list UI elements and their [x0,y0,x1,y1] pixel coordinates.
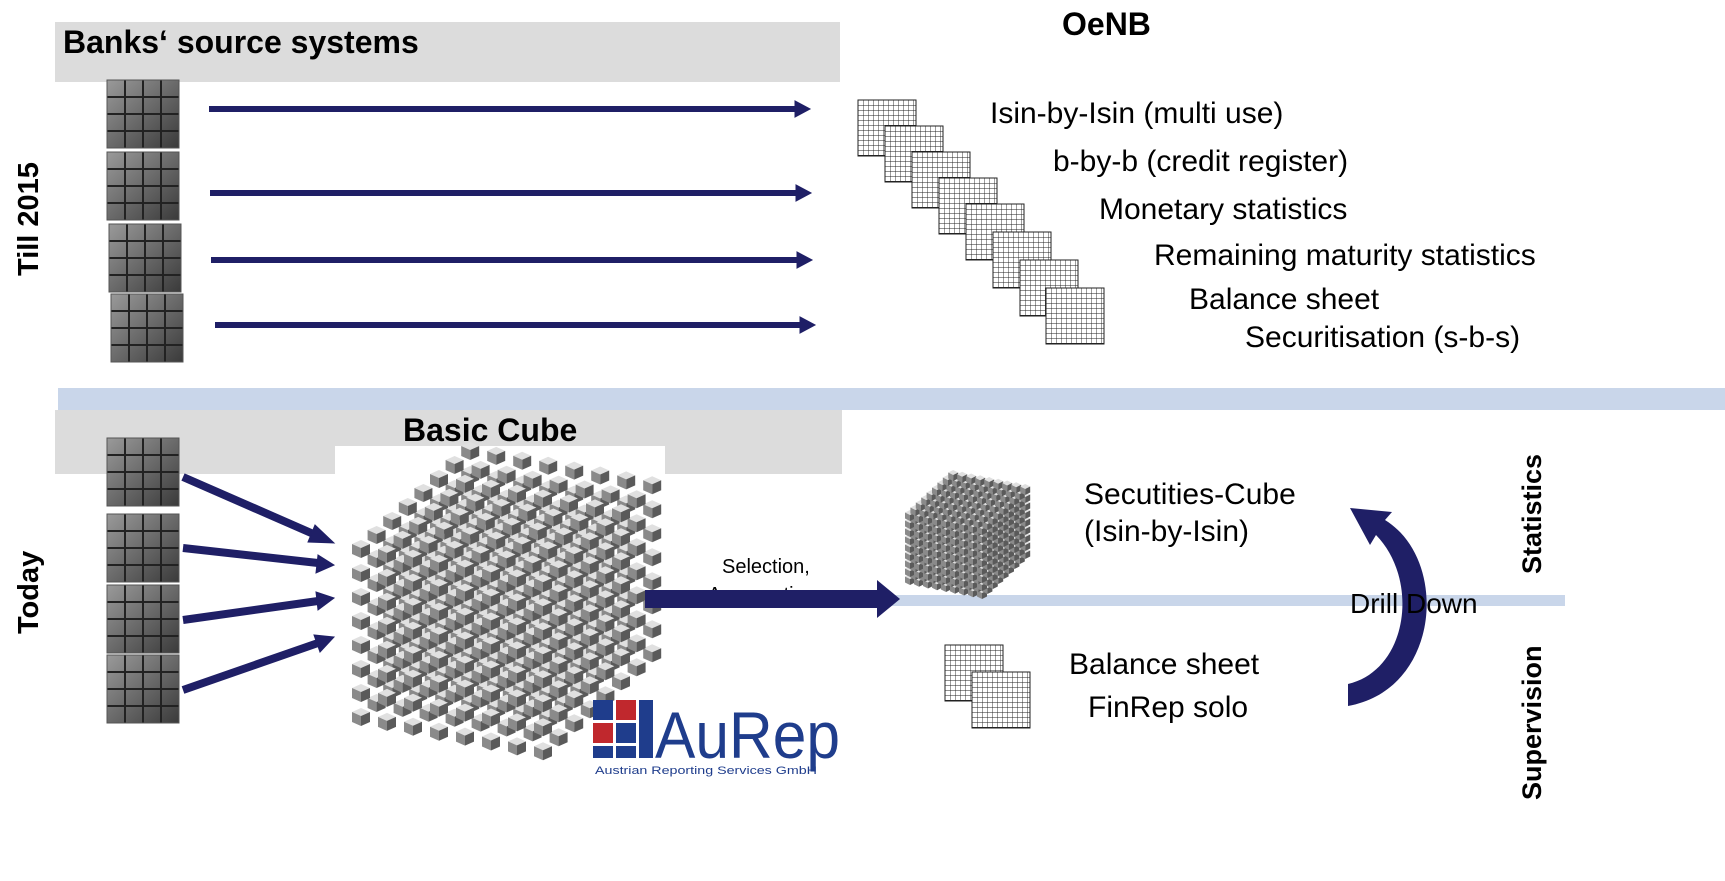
supervision-sheets-icon [944,644,1031,729]
cube-block [513,451,532,470]
basic-cube-title: Basic Cube [403,412,578,448]
source-cube-icon [106,151,180,221]
drill-down-arrow [1348,508,1427,706]
cube-block [378,712,396,731]
report-label-bbyb: b-by-b (credit register) [1053,145,1349,178]
source-cube-icon [110,293,184,363]
cube-block [430,470,448,488]
cube-block [414,484,433,502]
cube-block [534,742,552,761]
cube-block [643,524,662,543]
cube-block [461,442,480,460]
source-cube-icon [106,437,180,507]
cube-block [617,471,636,490]
cube-block [549,728,568,747]
section-divider-band [58,388,1725,410]
svg-text:Austrian Reporting Services Gm: Austrian Reporting Services GmbH [595,765,817,777]
cube-block [487,446,506,465]
cube-block [383,512,402,530]
report-label-remaining-maturity: Remaining maturity statistics [1154,239,1536,272]
securities-cube-label-1: Secutities-Cube [1084,478,1296,511]
cube-block [352,684,370,702]
drill-down-label: Drill Down [1350,588,1478,619]
source-cube-icon [106,654,180,724]
cube-block [445,456,464,474]
cube-block [456,727,474,746]
cube-block [627,658,646,677]
supervision-report-balance-sheet: Balance sheet [1069,648,1260,681]
cube-block [612,672,630,691]
securities-cube-icon [905,470,1031,599]
cube-block [430,722,448,741]
basic-cube-icon [352,442,662,761]
oenb-title: OeNB [1062,6,1151,42]
report-label-isin: Isin-by-Isin (multi use) [990,97,1284,130]
cube-block [643,476,662,495]
cube-block [352,708,370,726]
cube-block [643,500,662,519]
cube-block [352,636,370,654]
cube-block [539,456,558,475]
aurep-logo: AuRep Austrian Reporting Services GmbH [593,698,840,777]
cube-block [591,466,610,485]
securities-cube-label-2: (Isin-by-Isin) [1084,515,1250,548]
cube-block [352,588,370,606]
top-arrows [209,100,817,334]
cube-block [643,548,662,567]
report-sheets-icon [857,99,1105,345]
source-systems-title: Banks‘ source systems [63,24,419,60]
svg-text:AuRep: AuRep [655,698,840,772]
cube-block [565,714,584,733]
source-cube-icon [106,513,180,583]
flow-label-selection: Selection, [722,556,810,578]
cube-block [643,644,662,663]
report-label-monetary: Monetary statistics [1099,193,1348,226]
cube-block [352,612,370,630]
cube-block [404,717,422,736]
supervision-report-finrep: FinRep solo [1088,691,1249,724]
cube-block [398,498,417,516]
cube-block [482,732,500,751]
cube-block [643,572,662,591]
statistics-supervision-divider [880,595,1565,606]
cube-block [565,461,584,480]
report-label-securitisation: Securitisation (s-b-s) [1245,321,1521,354]
report-label-balance-sheet: Balance sheet [1189,283,1380,316]
cube-block [352,564,370,582]
cube-block [352,540,370,558]
source-cube-icon [106,79,180,149]
cube-block [508,737,526,756]
converging-arrows [181,473,336,694]
cube-block [352,660,370,678]
source-systems-band [55,22,840,82]
source-cube-icon [108,223,182,293]
cube-block [643,620,662,639]
selection-aggregation-arrow [645,580,900,618]
cube-block [367,526,386,544]
source-cube-icon [106,584,180,654]
